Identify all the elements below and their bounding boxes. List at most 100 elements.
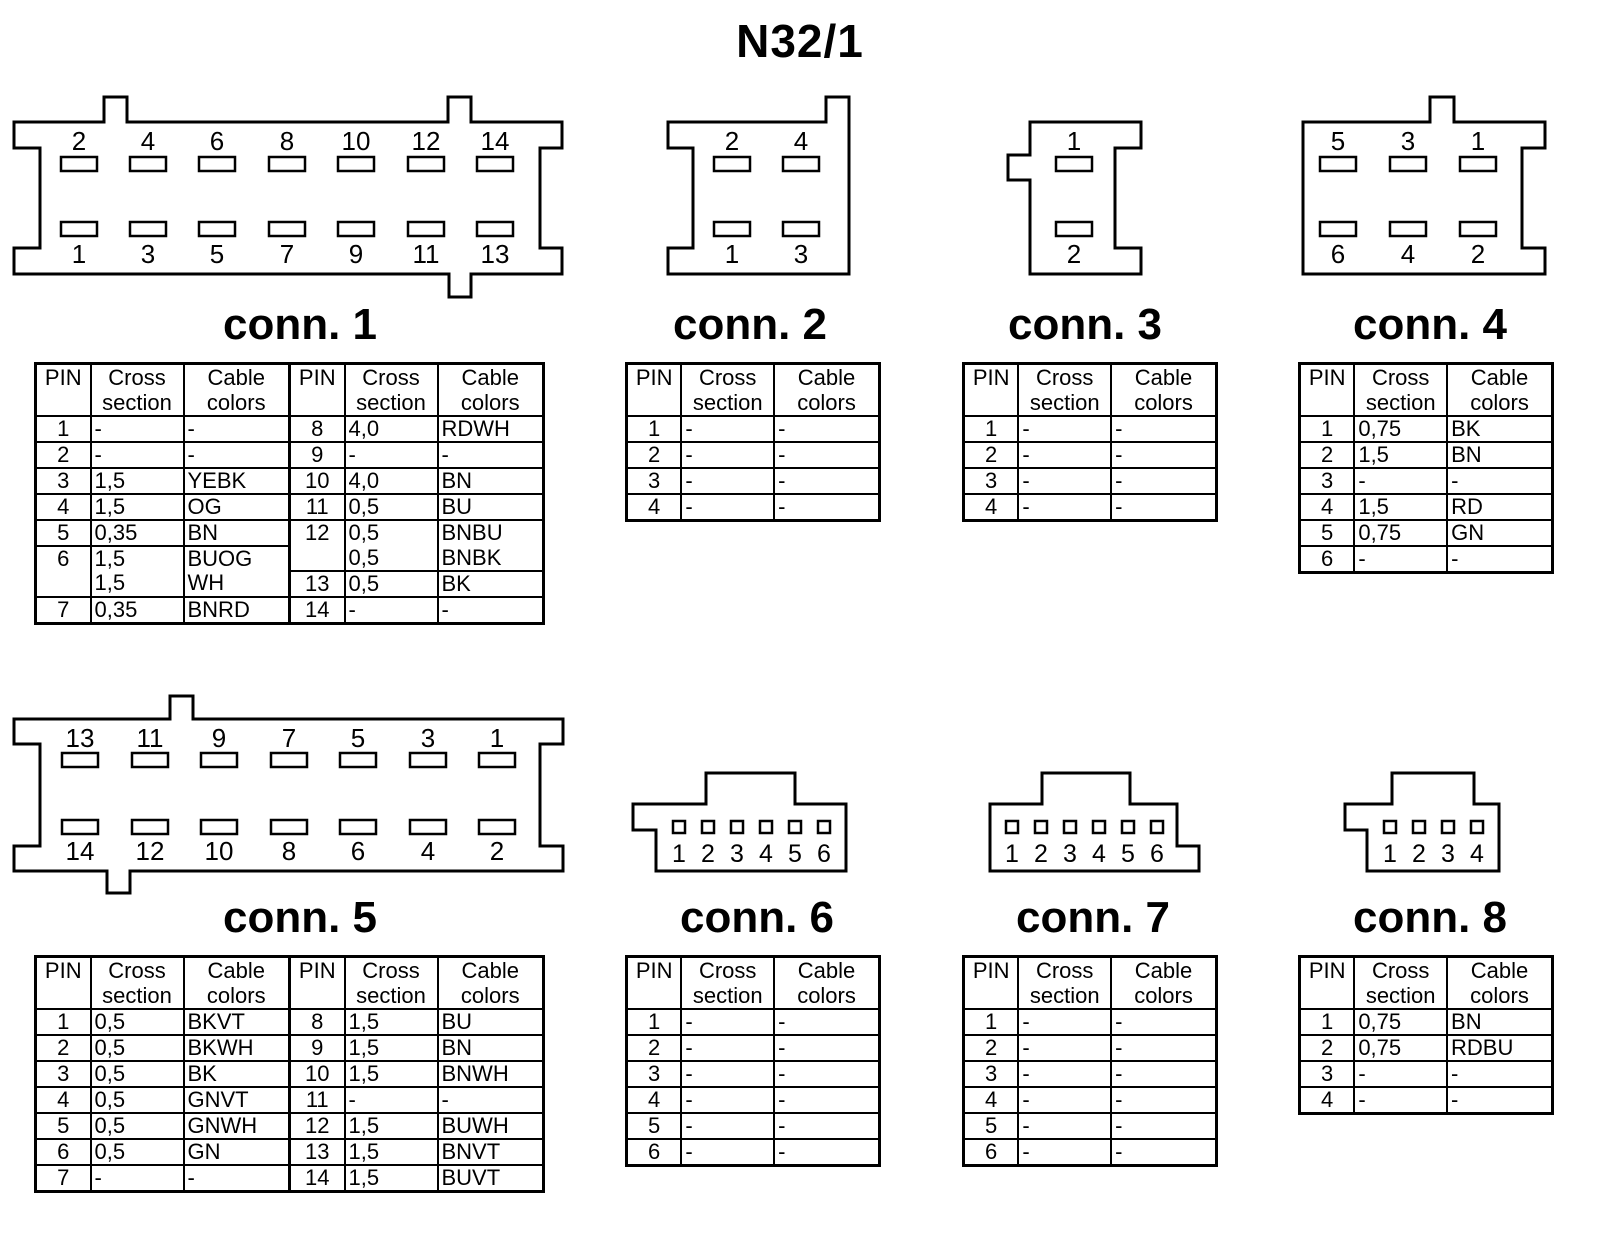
conn5-pin-slot (60, 818, 100, 836)
cable-colors-cell: - (1110, 1138, 1218, 1167)
cross-section-cell: - (680, 467, 776, 495)
pin-cell: 6 (34, 1138, 92, 1166)
cable-colors-cell: BNVT (436, 1138, 545, 1166)
table-row: 2-- (962, 1034, 1218, 1062)
table-row: 4-- (625, 1086, 881, 1114)
pin-cell: 4 (1298, 1086, 1356, 1115)
conn1-pin-number: 14 (481, 126, 510, 156)
cable-colors-cell: BNBK (436, 546, 545, 572)
cable-colors-cell: - (1110, 467, 1218, 495)
cross-section-cell: - (1017, 467, 1113, 495)
cross-section-cell: - (1353, 467, 1449, 495)
pin-cell: 7 (34, 1164, 92, 1193)
cross-section-cell: - (1353, 1086, 1449, 1115)
pin-cell: 6 (1298, 545, 1356, 574)
cross-section-cell: 1,5 (343, 1112, 439, 1140)
cable-colors-cell: - (773, 467, 881, 495)
conn7-label: conn. 7 (1015, 893, 1171, 942)
conn1-pin-number: 5 (210, 239, 224, 269)
cable-colors-cell: - (1110, 1086, 1218, 1114)
pin-cell: 5 (962, 1112, 1020, 1140)
pin-cell: 6 (962, 1138, 1020, 1167)
diagram-title: N32/1 (736, 15, 864, 67)
conn1-pin-slot (406, 220, 446, 238)
conn6-pin-slot (758, 819, 774, 835)
conn2-pin-slot (712, 220, 752, 238)
cable-colors-cell: BN (1446, 441, 1554, 469)
pin-cell: 11 (288, 1086, 346, 1114)
conn3-label: conn. 3 (1007, 300, 1163, 349)
conn5-pin-slot (477, 751, 517, 769)
conn5-pin-number: 5 (351, 723, 365, 753)
conn1-pin-number: 12 (412, 126, 441, 156)
pin-cell: 2 (1298, 1034, 1356, 1062)
table-row: 2--9-- (34, 441, 545, 469)
cable-colors-cell: OG (182, 493, 291, 521)
cable-colors-cell: - (773, 1060, 881, 1088)
conn7-pin-slot (1033, 819, 1049, 835)
pin-cell: 8 (288, 415, 346, 443)
conn4-pin-number: 4 (1401, 239, 1415, 269)
cross-section-cell: - (1017, 1008, 1113, 1036)
conn5-pin-slot (338, 818, 378, 836)
cable-colors-cell: - (1446, 545, 1554, 574)
cross-section-cell: 1,5 (343, 1008, 439, 1036)
cross-section-cell: 0,5 (89, 1112, 185, 1140)
pin-header: PIN (288, 362, 346, 417)
conn6-pin-number: 6 (817, 840, 831, 868)
cable-colors-cell: - (182, 441, 291, 469)
pin-cell: 2 (625, 441, 683, 469)
pin-header: PIN (625, 362, 683, 417)
conn8-pin-slot (1411, 819, 1427, 835)
conn1-pin-slot (475, 155, 515, 173)
cross-section-cell: 1,5 (89, 467, 185, 495)
pin-cell: 12 (288, 519, 346, 546)
conn4-pin-number: 6 (1331, 239, 1345, 269)
cable-colors-cell: - (1110, 1060, 1218, 1088)
cable-colors-cell: - (182, 415, 291, 443)
conn2-pin-number: 3 (794, 239, 808, 269)
cross-section-cell: 0,5 (343, 519, 439, 546)
conn6-pin-number: 5 (788, 840, 802, 868)
cross-section-cell: 0,35 (89, 519, 185, 547)
cross-section-cell: 0,75 (1353, 519, 1449, 547)
conn6-pin-number: 2 (701, 840, 715, 868)
conn5-pin-slot (269, 751, 309, 769)
pin-cell: 10 (288, 1060, 346, 1088)
conn4-pin-number: 2 (1471, 239, 1485, 269)
cross-section-cell: - (1017, 1060, 1113, 1088)
cross-section-cell: 0,5 (343, 570, 439, 598)
cross-section-cell: 1,5 (89, 545, 185, 571)
cross-section-cell: - (680, 1138, 776, 1167)
cross-section-cell: - (680, 493, 776, 522)
conn4-pin-slot (1458, 155, 1498, 173)
pin-cell: 1 (34, 415, 92, 443)
cable-colors-cell: GN (182, 1138, 291, 1166)
conn5-pin-number: 13 (66, 723, 95, 753)
cable-colors-cell: - (773, 441, 881, 469)
table-row: 6-- (962, 1138, 1218, 1167)
pin-header: PIN (1298, 955, 1356, 1010)
pin-cell: 3 (1298, 467, 1356, 495)
cross-section-cell: - (1017, 415, 1113, 443)
table-row: 2-- (962, 441, 1218, 469)
pin-cell: 2 (962, 441, 1020, 469)
conn5-pin-slot (477, 818, 517, 836)
conn7-pin-slot (1062, 819, 1078, 835)
cable-colors-cell: GNVT (182, 1086, 291, 1114)
cross-section-cell: 4,0 (343, 415, 439, 443)
cable-colors-cell: BK (1446, 415, 1554, 443)
conn2-pin-slot (781, 155, 821, 173)
